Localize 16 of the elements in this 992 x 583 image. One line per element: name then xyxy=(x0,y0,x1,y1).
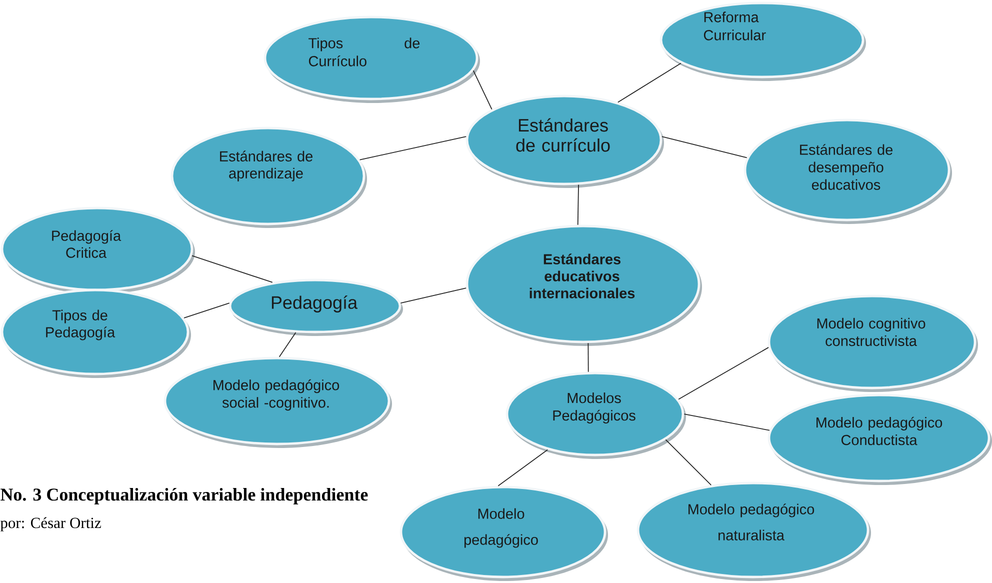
connector-line xyxy=(618,62,682,103)
connector-line xyxy=(184,302,230,318)
connector-line xyxy=(665,439,712,486)
connector-line xyxy=(472,70,492,110)
author-credit: por: César Ortiz xyxy=(0,517,101,532)
connector-line xyxy=(577,184,579,226)
connector-line xyxy=(192,255,273,283)
figure-caption: No. 3 Conceptualización variable independiente xyxy=(0,488,368,504)
connector-line xyxy=(359,136,467,160)
connector-line xyxy=(684,414,770,431)
connector-line xyxy=(661,136,748,158)
connector-line xyxy=(588,342,589,372)
connector-line xyxy=(278,332,296,358)
connector-line xyxy=(678,346,769,400)
connector-line xyxy=(400,288,467,304)
connector-line xyxy=(498,449,548,486)
